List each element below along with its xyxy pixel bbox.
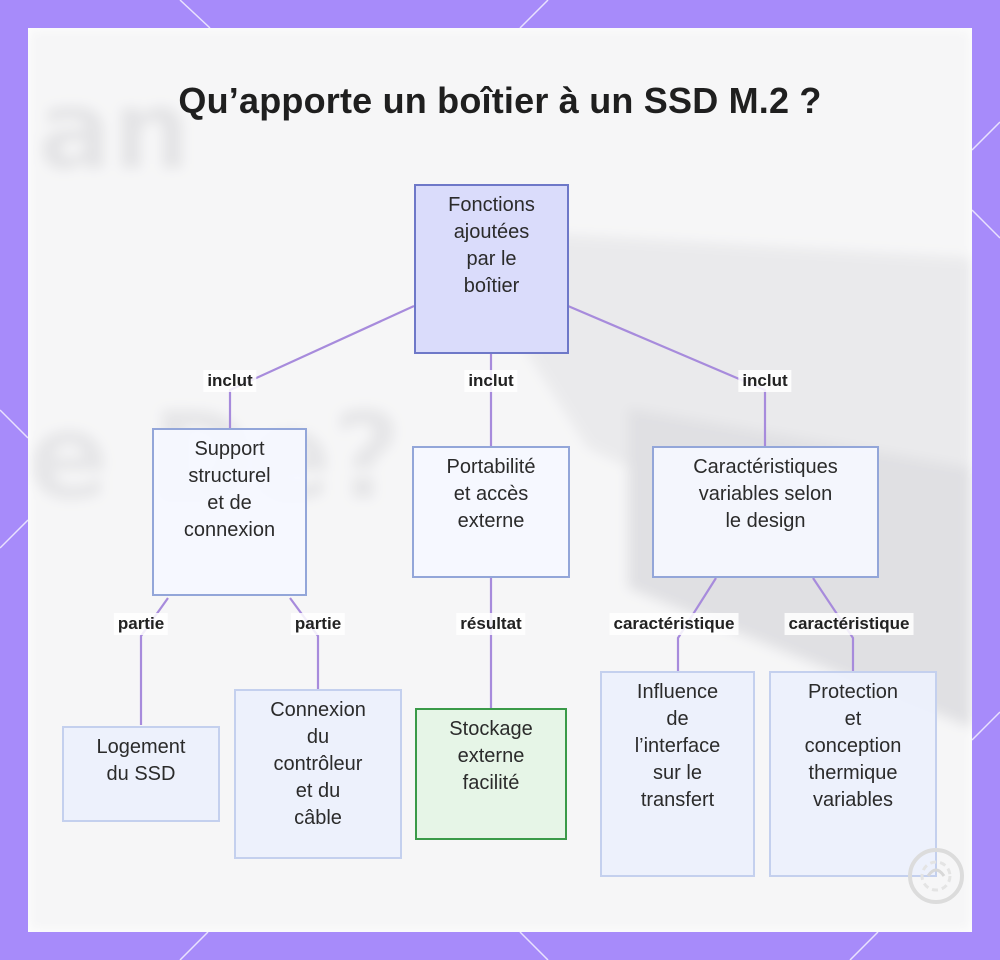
diagram-card: an e De? Qu’apporte un boîtier à un SSD … — [28, 28, 972, 932]
edge-label-inclut: inclut — [464, 370, 518, 392]
edge-label-resultat: résultat — [456, 613, 526, 635]
node-label: Fonctions ajoutées par le boîtier — [448, 194, 535, 297]
svg-text:an: an — [38, 66, 191, 194]
node-label: Stockage externe facilité — [449, 718, 533, 794]
node-caracteristiques: Caractéristiques variables selon le desi… — [652, 446, 879, 578]
edge-root-support — [228, 304, 415, 430]
node-fonctions-ajoutees: Fonctions ajoutées par le boîtier — [414, 184, 569, 354]
logo-icon — [908, 848, 964, 904]
node-connexion-controleur: Connexion du contrôleur et du câble — [234, 689, 402, 859]
node-logement-ssd: Logement du SSD — [62, 726, 220, 822]
node-label: Influence de l’interface sur le transfer… — [634, 681, 721, 811]
node-label: Protection et conception thermique varia… — [804, 681, 902, 811]
node-label: Portabilité et accès externe — [446, 456, 536, 532]
edge-label-inclut: inclut — [203, 370, 257, 392]
edge-label-inclut: inclut — [738, 370, 792, 392]
edge-label-caracteristique: caractéristique — [609, 613, 739, 635]
node-portabilite: Portabilité et accès externe — [412, 446, 570, 578]
edge-label-partie: partie — [113, 613, 169, 635]
edge-label-caracteristique: caractéristique — [784, 613, 914, 635]
edge-label-partie: partie — [290, 613, 346, 635]
page-title: Qu’apporte un boîtier à un SSD M.2 ? — [178, 80, 822, 121]
node-label: Caractéristiques variables selon le desi… — [693, 456, 838, 532]
node-stockage-externe: Stockage externe facilité — [415, 708, 567, 840]
node-protection-thermique: Protection et conception thermique varia… — [769, 671, 937, 877]
node-label: Connexion du contrôleur et du câble — [270, 699, 366, 829]
node-influence-interface: Influence de l’interface sur le transfer… — [600, 671, 755, 877]
edge-carac-influence — [676, 577, 717, 671]
node-support-structurel: Support structurel et de connexion — [152, 428, 307, 596]
node-label: Logement du SSD — [96, 736, 186, 785]
edge-support-connexion — [289, 597, 320, 689]
edge-root-caracteristiques — [567, 304, 767, 447]
node-label: Support structurel et de connexion — [183, 438, 276, 541]
edge-support-logement — [139, 597, 169, 725]
edge-carac-protection — [812, 577, 855, 671]
